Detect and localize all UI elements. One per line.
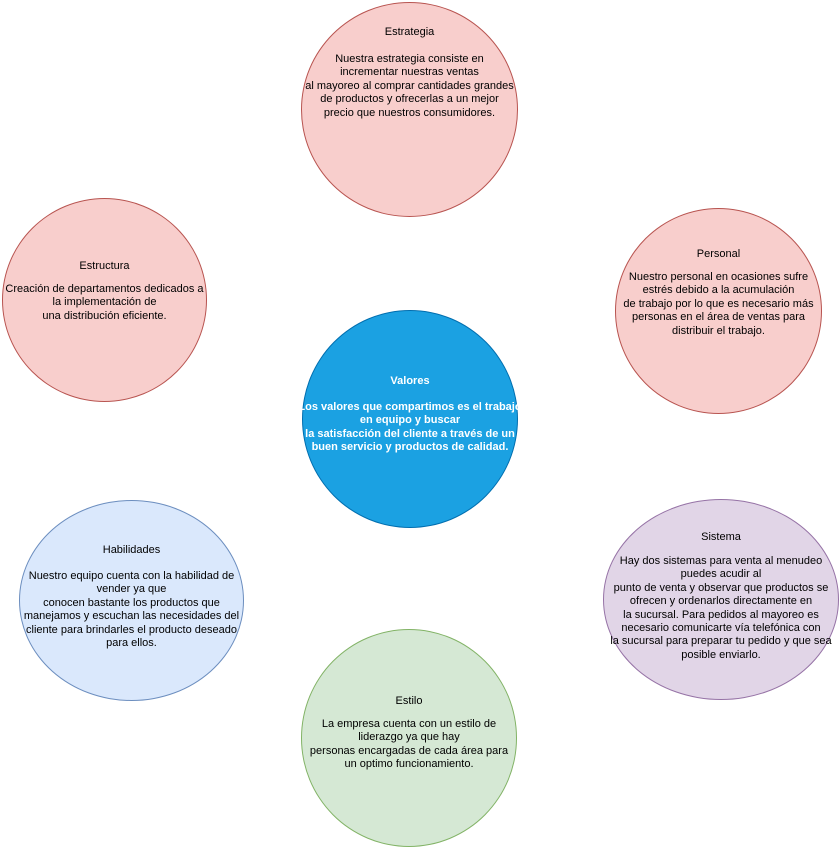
estructura-title: Estructura [79,260,130,272]
estilo-node[interactable]: Estilo La empresa cuenta con un estilo d… [301,629,517,847]
personal-title: Personal [696,248,741,260]
sistema-title: Sistema [701,531,741,543]
estructura-text: Creación de departamentos dedicados a la… [5,283,204,322]
valores-node[interactable]: Valores Los valores que compartimos es e… [298,310,522,528]
sistema-node[interactable]: Sistema Hay dos sistemas para venta al m… [603,499,839,700]
valores-title: Valores [390,375,430,387]
estrategia-text: Nuestra estrategia consiste en increment… [305,53,514,119]
estrategia-title: Estrategia [384,26,435,38]
estilo-title: Estilo [395,695,423,707]
sistema-text: Hay dos sistemas para venta al menudeo p… [610,555,832,661]
habilidades-text: Nuestro equipo cuenta con la habilidad d… [23,570,240,650]
personal-text: Nuestro personal en ocasiones sufre estr… [623,271,814,337]
habilidades-title: Habilidades [102,544,161,556]
valores-text: Los valores que compartimos es el trabaj… [298,401,522,454]
estructura-node[interactable]: Estructura Creación de departamentos ded… [2,198,207,402]
personal-node[interactable]: Personal Nuestro personal en ocasiones s… [615,208,822,414]
estilo-text: La empresa cuenta con un estilo de lider… [309,718,509,771]
habilidades-node[interactable]: Habilidades Nuestro equipo cuenta con la… [19,500,244,701]
estrategia-node[interactable]: Estrategia Nuestra estrategia consiste e… [301,2,518,217]
